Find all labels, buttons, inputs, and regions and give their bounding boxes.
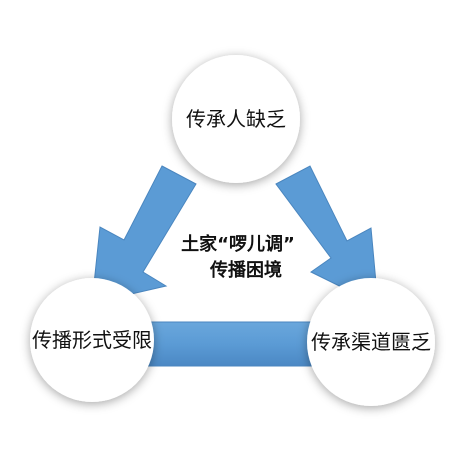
node-left-circle bbox=[30, 278, 154, 402]
center-title-line2: 传播困境 bbox=[209, 259, 282, 281]
node-left-label: 传播形式受限 bbox=[32, 328, 152, 352]
node-right: 传承渠道匮乏 bbox=[307, 278, 435, 406]
node-right-circle bbox=[307, 278, 435, 406]
node-top: 传承人缺乏 bbox=[172, 55, 300, 183]
node-left: 传播形式受限 bbox=[30, 278, 154, 402]
node-right-label: 传承渠道匮乏 bbox=[311, 330, 431, 354]
node-top-circle bbox=[172, 55, 300, 183]
arrow-top-to-right bbox=[275, 165, 379, 306]
node-top-label: 传承人缺乏 bbox=[186, 107, 286, 131]
center-title-line1: 土家“啰儿调” bbox=[181, 233, 295, 255]
